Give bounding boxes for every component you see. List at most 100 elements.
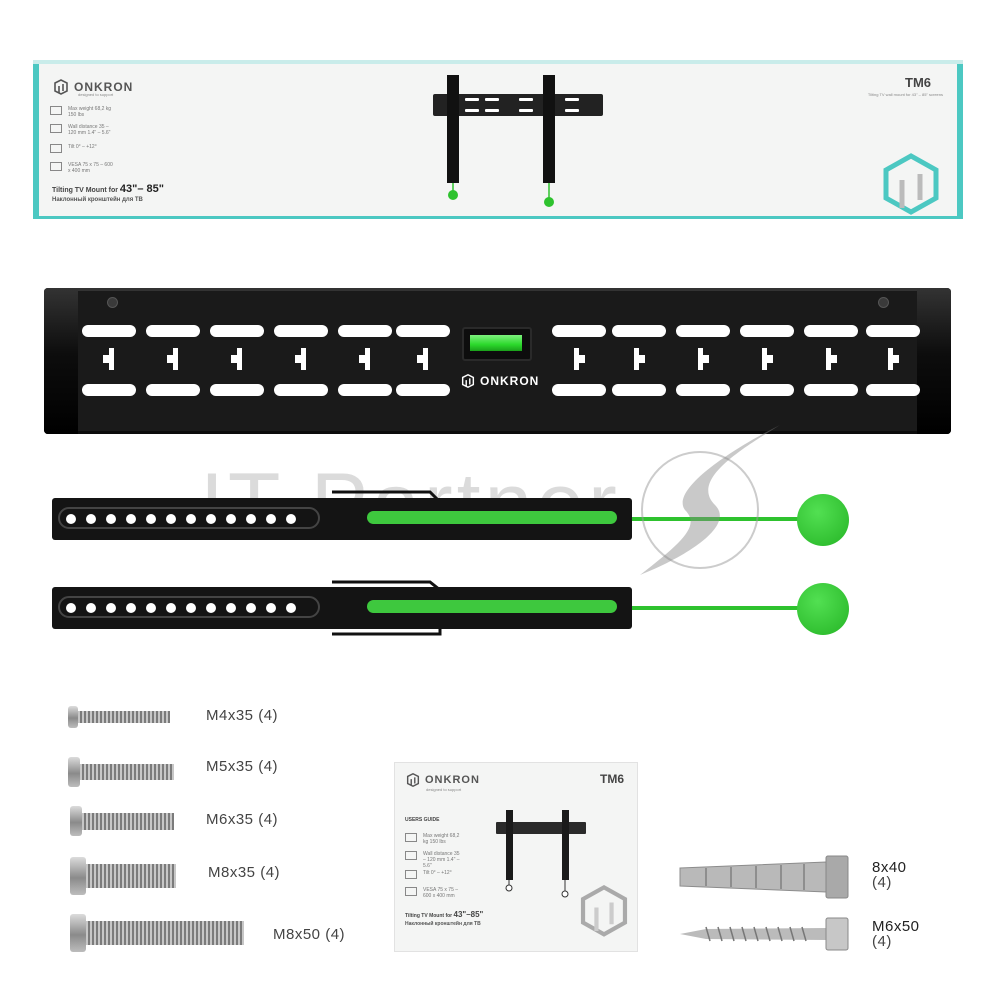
bolt-m8x35-label: M8x35 (4) [208,864,281,881]
level-bubble [462,327,532,361]
wall-distance-icon [405,851,417,860]
manual-title: USERS GUIDE [405,817,440,823]
bolt-m8x50-label: M8x50 (4) [273,926,346,943]
arm-hole [126,603,136,613]
manual-subtitle: Tilting TV Mount for 43"–85" [405,910,484,919]
plate-slot [396,384,450,396]
plate-slot [210,384,264,396]
plate-slot [146,384,200,396]
arm-hole [186,514,196,524]
plate-slot [274,325,328,337]
onkron-logo-icon [54,79,68,95]
arm-green-indicator [367,511,617,524]
plate-slot [612,325,666,337]
tilt-icon [50,144,62,153]
plate-keyhole-icon [762,348,773,370]
bolt-m4x35 [68,706,170,728]
manual-subtitle-ru: Наклонный кронштейн для ТВ [405,921,481,927]
wall-anchor [679,855,849,899]
plate-slot [552,384,606,396]
plate-slot [804,325,858,337]
arm-hole [266,603,276,613]
arm-hole [246,514,256,524]
manual-spec-weight: Max weight 68,2 kg 150 lbs [405,833,463,845]
arm-right [52,587,632,629]
plate-keyhole-icon [888,348,899,370]
plate-slot [82,384,136,396]
plate-slot [338,325,392,337]
arm-hole [286,514,296,524]
plate-screw-right [878,297,889,308]
watermark-swoosh-icon [640,425,780,575]
arm-hole [146,514,156,524]
box-subtitle: Tilting TV Mount for 43"– 85" [52,183,164,195]
box-model: TM6 [905,75,931,90]
plate-logo: ONKRON [460,373,539,389]
plate-slot [740,384,794,396]
spec-wall-distance: Wall distance 35 – 120 mm 1.4" – 5.6" [50,124,113,136]
plate-keyhole-icon [574,348,585,370]
plate-keyhole-icon [826,348,837,370]
safety-cord-right [632,606,802,610]
safety-pull-ball-left[interactable] [797,494,849,546]
arm-hole [206,514,216,524]
plate-end-cap-right [917,288,951,434]
weight-icon [50,106,62,115]
plate-end-cap-left [44,288,78,434]
plate-keyhole-icon [295,348,306,370]
manual-logo: ONKRON [405,772,480,788]
arm-hole [106,514,116,524]
bolt-m5x35-label: M5x35 (4) [206,758,279,775]
arm-hole [86,603,96,613]
bolt-m5x35 [68,757,174,787]
arm-hole [146,603,156,613]
manual-spec-wall-distance: Wall distance 35 – 120 mm 1.4" – 5.6" [405,851,463,869]
manual-spec-vesa: VESA 75 x 75 – 600 x 400 mm [405,887,463,899]
plate-slot [82,325,136,337]
plate-slot [612,384,666,396]
bolt-m4x35-label: M4x35 (4) [206,707,279,724]
arm-hole [106,603,116,613]
safety-cord-left [632,517,802,521]
bolt-m8x35 [70,857,176,895]
lag-screw-label: M6x50 (4) [872,918,920,950]
manual-spec-tilt: Tilt 0° – +12° [405,870,463,879]
plate-keyhole-icon [634,348,645,370]
manual-product-image [496,810,586,898]
spec-tilt: Tilt 0° – +12° [50,144,113,153]
manual-cube-logo-icon [580,884,628,937]
wall-distance-icon [50,124,62,133]
box-tagline: designed to support [78,92,114,97]
plate-keyhole-icon [359,348,370,370]
bolt-m8x50 [70,914,244,952]
arm-hole [86,514,96,524]
plate-slot [338,384,392,396]
box-top-edge [33,60,963,66]
plate-slot [866,384,920,396]
arm-hole-track [58,596,320,618]
plate-keyhole-icon [231,348,242,370]
arm-hole [226,514,236,524]
arm-hole [186,603,196,613]
box-model-sub: Tilting TV wall mount for 43" – 85" scre… [867,92,943,97]
vesa-icon [405,887,417,896]
safety-pull-ball-right[interactable] [797,583,849,635]
plate-screw-left [107,297,118,308]
manual-tagline: designed to support [426,787,462,792]
box-brand: ONKRON [74,80,134,94]
box-cube-logo-icon [883,153,939,215]
plate-keyhole-icon [698,348,709,370]
box-logo: ONKRON [52,78,133,96]
anchor-label: 8x40 (4) [872,859,907,891]
arm-hole [206,603,216,613]
arm-hole [66,603,76,613]
plate-slot [396,325,450,337]
spec-weight: Max weight 68,2 kg 150 lbs [50,106,113,118]
spec-vesa: VESA 75 x 75 – 600 x 400 mm [50,162,113,174]
bolt-m6x35 [70,806,174,836]
box-product-image [433,75,603,207]
plate-slot [210,325,264,337]
plate-slot [676,325,730,337]
arm-hole [226,603,236,613]
arm-hole [246,603,256,613]
